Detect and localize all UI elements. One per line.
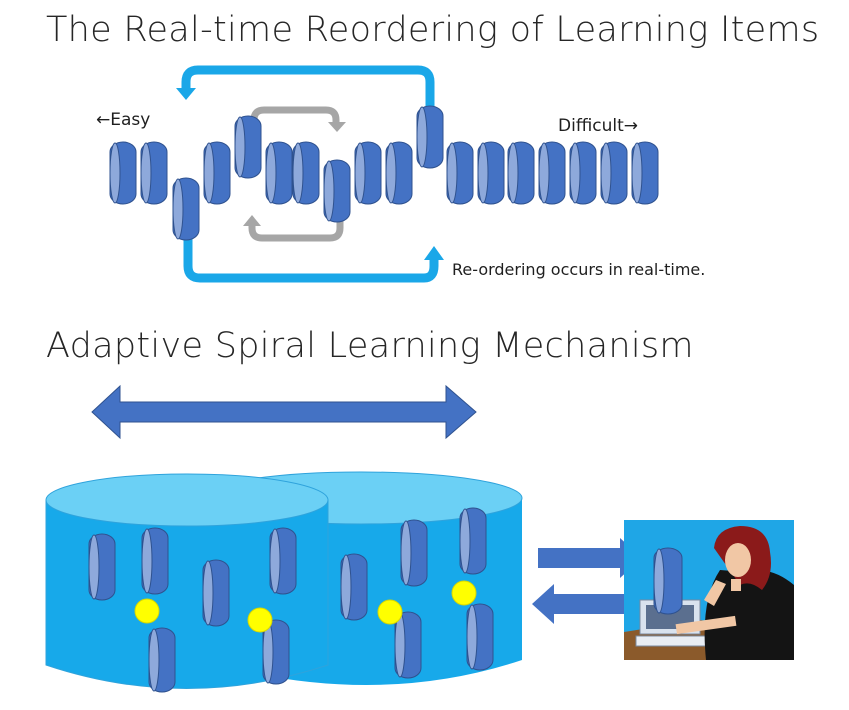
- learning-item: [653, 547, 683, 615]
- learning-item: [600, 141, 628, 205]
- learning-item: [459, 507, 487, 575]
- swap-arrow-lower: [248, 210, 344, 242]
- learning-item: [292, 141, 320, 205]
- learning-items-row: [109, 105, 659, 241]
- reorder-arrow-top: [181, 65, 435, 108]
- learning-item: [400, 519, 428, 587]
- position-dot: [377, 599, 403, 625]
- exchange-arrow-right-icon: [538, 538, 642, 578]
- learning-item: [88, 533, 116, 601]
- learning-item: [148, 627, 176, 693]
- learning-item: [631, 141, 659, 205]
- drum-left-top: [45, 473, 329, 527]
- double-headed-arrow-icon: [91, 384, 477, 440]
- learning-item: [323, 159, 351, 223]
- learning-item: [172, 177, 200, 241]
- person-at-computer-icon: [624, 520, 794, 660]
- learner-position-dots: [134, 580, 477, 633]
- reordering-title: The Real-time Reordering of Learning Ite…: [46, 10, 820, 50]
- reorder-arrowhead-top: [176, 88, 196, 100]
- learning-item: [477, 141, 505, 205]
- drum-learning-items: [88, 507, 494, 693]
- learning-item: [394, 611, 422, 679]
- learning-item: [354, 141, 382, 205]
- reorder-caption: Re-ordering occurs in real-time.: [452, 260, 706, 279]
- learning-item: [141, 527, 169, 595]
- swap-arrowhead-lower: [243, 215, 261, 226]
- learning-item: [340, 553, 368, 621]
- learning-item: [203, 141, 231, 205]
- learning-item: [234, 115, 262, 179]
- selected-item: [653, 547, 683, 615]
- position-dot: [451, 580, 477, 606]
- learning-item: [507, 141, 535, 205]
- easy-label: ←Easy: [96, 110, 151, 130]
- spiral-mechanism-title: Adaptive Spiral Learning Mechanism: [46, 326, 694, 366]
- learning-item: [262, 619, 290, 685]
- learning-item: [109, 141, 137, 205]
- learning-item: [446, 141, 474, 205]
- reorder-arrow-bottom: [183, 236, 439, 283]
- position-dot: [134, 598, 160, 624]
- position-dot: [247, 607, 273, 633]
- learning-item: [385, 141, 413, 205]
- learning-item: [269, 527, 297, 595]
- swap-arrow-upper: [250, 106, 340, 142]
- learning-item: [265, 141, 293, 205]
- difficult-label: Difficult→: [558, 116, 639, 136]
- learning-item: [202, 559, 230, 627]
- reorder-arrowhead-bottom: [424, 246, 444, 260]
- reorder-arrows: [176, 65, 444, 283]
- learning-item: [416, 105, 444, 169]
- drum-left: [45, 499, 329, 689]
- learning-item: [466, 603, 494, 671]
- swap-arrowhead-upper: [328, 122, 346, 132]
- learning-item: [140, 141, 168, 205]
- learning-item: [538, 141, 566, 205]
- exchange-arrow-left-icon: [532, 584, 640, 624]
- learning-item: [569, 141, 597, 205]
